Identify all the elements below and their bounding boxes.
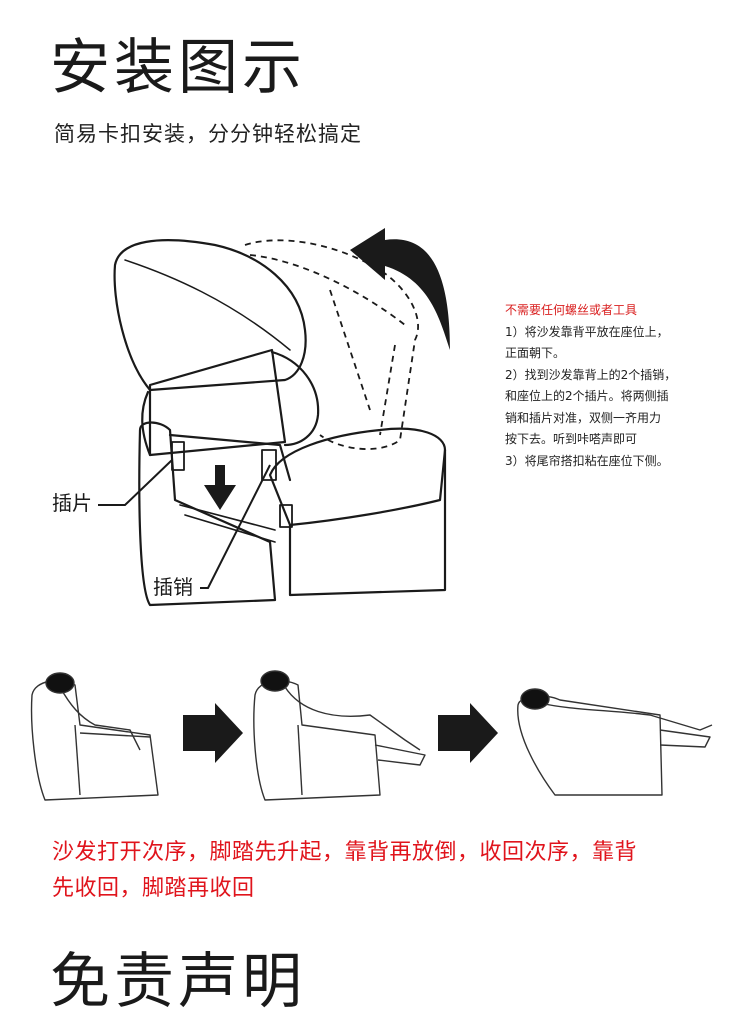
seat-cushion <box>268 427 447 527</box>
step-line: 2）找到沙发靠背上的2个插销， <box>505 367 677 382</box>
label-insert-piece: 插片 <box>52 491 92 515</box>
sequence-arrow-2 <box>438 703 498 763</box>
step-line: 销和插片对准，双侧一齐用力 <box>505 410 662 425</box>
installation-steps: 不需要任何螺丝或者工具 1）将沙发靠背平放在座位上， 正面朝下。 2）找到沙发靠… <box>505 300 725 472</box>
label-insert-pin: 插销 <box>153 575 193 599</box>
backrest-top-cushion <box>113 239 307 392</box>
rotate-arrow <box>350 228 450 350</box>
recliner-sequence <box>30 670 713 801</box>
page-title: 安装图示 <box>50 33 306 103</box>
recliner-sequence-note: 沙发打开次序，脚踏先升起，靠背再放倒，收回次序，靠背 先收回，脚踏再收回 <box>52 835 722 907</box>
page-subtitle: 简易卡扣安装，分分钟轻松搞定 <box>54 122 362 146</box>
step-line: 按下去。听到咔嗒声即可 <box>505 432 638 446</box>
recliner-fully-reclined <box>517 688 713 796</box>
step-line: 1）将沙发靠背平放在座位上， <box>505 324 669 339</box>
step-line: 和座位上的2个插片。将两侧插 <box>505 389 669 403</box>
recliner-footrest-up <box>253 670 426 801</box>
step-line: 3）将尾帘搭扣粘在座位下侧。 <box>505 453 669 468</box>
no-tools-warning: 不需要任何螺丝或者工具 <box>505 303 638 317</box>
backrest-upright-outline <box>244 239 419 450</box>
press-down-arrow <box>204 465 236 510</box>
backrest-body <box>148 348 287 457</box>
step-line: 正面朝下。 <box>505 346 566 360</box>
note-line: 沙发打开次序，脚踏先升起，靠背再放倒，收回次序，靠背 <box>52 840 638 865</box>
disclaimer-title: 免责声明 <box>50 947 306 1017</box>
installation-diagram <box>98 228 450 607</box>
sequence-arrow-1 <box>183 703 243 763</box>
note-line: 先收回，脚踏再收回 <box>52 876 255 901</box>
recliner-upright <box>30 672 159 801</box>
seat-base <box>138 421 277 607</box>
